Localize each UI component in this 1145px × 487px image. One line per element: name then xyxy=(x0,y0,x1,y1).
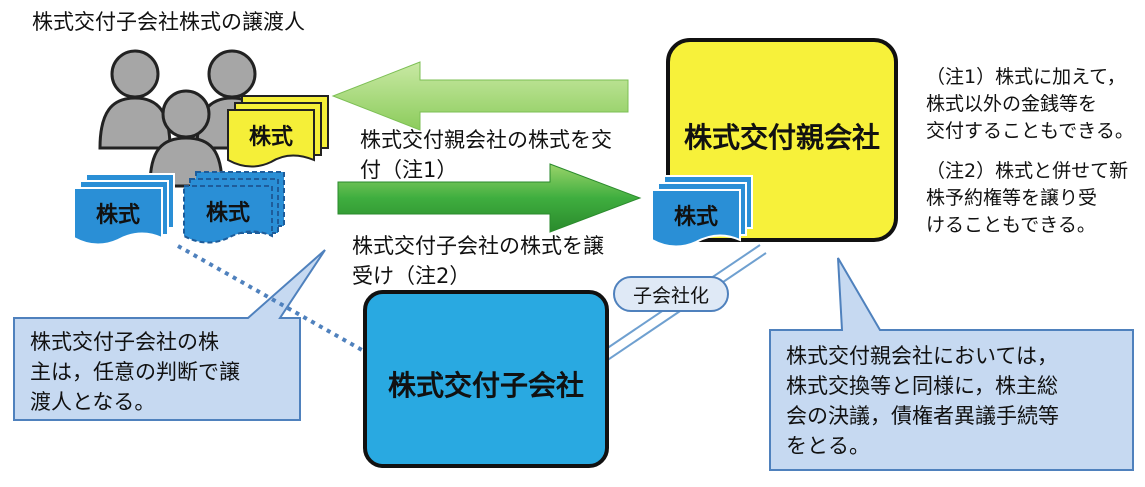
subsidiary-company-box xyxy=(363,290,609,468)
blue-share-stack-solid xyxy=(73,173,175,246)
yellow-share-stack xyxy=(227,95,329,168)
callout-right-line3: 会の決議，債権者異議手続等 xyxy=(786,404,1059,428)
arrow-top-label-line1: 株式交付親会社の株式を交 xyxy=(360,128,612,152)
subsidiarization-badge-shape xyxy=(613,276,729,312)
callout-left-shape xyxy=(13,249,326,421)
arrow-top-label-line2: 付（注1） xyxy=(360,158,458,182)
share-label-parent: 株式 xyxy=(673,205,718,230)
subsidiarization-line-b xyxy=(577,252,767,381)
note1-line3: 交付することもできる。 xyxy=(926,120,1134,142)
arrow-bottom-label-line2: 受け（注2） xyxy=(352,264,471,288)
note2-line2: 株予約権等を譲り受 xyxy=(926,187,1098,209)
callout-right-line4: をとる。 xyxy=(786,434,870,458)
subsidiary-company-label: 株式交付子会社 xyxy=(387,369,584,402)
arrow-deliver-parent-shares xyxy=(331,61,629,131)
callout-right-shape xyxy=(769,257,1134,471)
arrow-receive-subsidiary-shares xyxy=(337,163,642,233)
blue-share-stack-dashed xyxy=(183,171,285,244)
blue-share-stack-parent xyxy=(651,175,753,248)
share-label-blue-solid: 株式 xyxy=(95,203,140,228)
share-label-blue-dashed: 株式 xyxy=(205,201,250,226)
note2-line3: けることもできる。 xyxy=(926,214,1096,236)
callout-right-line2: 株式交換等と同様に，株主総 xyxy=(786,374,1058,398)
note2-line1: （注2）株式と併せて新 xyxy=(926,160,1129,182)
callout-left-line2: 主は，任意の判断で譲 xyxy=(30,360,240,384)
note1-line1: （注1）株式に加えて， xyxy=(926,66,1126,88)
shareholders-title: 株式交付子会社株式の譲渡人 xyxy=(32,10,305,34)
parent-company-label: 株式交付親会社 xyxy=(683,121,880,154)
subsidiarization-badge-label: 子会社化 xyxy=(632,284,709,307)
callout-right-line1: 株式交付親会社においては， xyxy=(786,344,1058,368)
share-label-yellow: 株式 xyxy=(248,125,293,150)
note1-line2: 株式以外の金銭等を xyxy=(926,93,1098,115)
callout-left-line1: 株式交付子会社の株 xyxy=(30,330,219,354)
callout-left-line3: 渡人となる。 xyxy=(30,390,156,414)
arrow-bottom-label-line1: 株式交付子会社の株式を譲 xyxy=(352,234,604,258)
